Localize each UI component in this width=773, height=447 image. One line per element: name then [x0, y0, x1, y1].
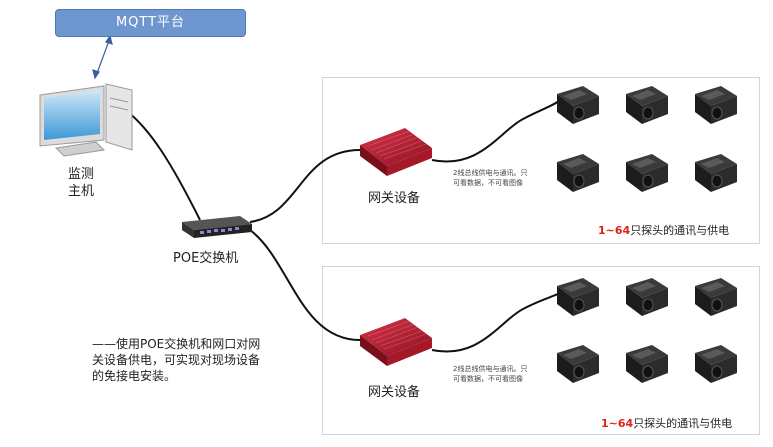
mqtt-link-arrow	[92, 34, 113, 80]
host-switch-cable	[127, 111, 201, 221]
probe-sensor-icon	[626, 278, 668, 316]
monitor-host-icon	[39, 83, 133, 157]
probe-array-2	[557, 278, 737, 383]
probe-caption-1: 1~64只探头的通讯与供电	[598, 222, 729, 238]
probe-sensor-icon	[695, 345, 737, 383]
gateway-device-icon-1	[360, 128, 432, 176]
gateway-label-2: 网关设备	[368, 385, 421, 400]
probe-sensor-icon	[557, 345, 599, 383]
probe-sensor-icon	[557, 86, 599, 124]
caption-line1: ——使用POE交换机和网口对网	[92, 337, 261, 351]
gateway1-probe-cable	[431, 99, 561, 163]
probe-sensor-icon	[557, 154, 599, 192]
probe-sensor-icon	[626, 345, 668, 383]
probe-sensor-icon	[695, 154, 737, 192]
bus-note-1-line2: 可看数据，不可看图像	[453, 179, 523, 187]
probe-sensor-icon	[695, 278, 737, 316]
description-caption: ——使用POE交换机和网口对网 关设备供电，可实现对现场设备 的免接电安装。	[92, 336, 292, 384]
probe-array-1	[557, 86, 737, 192]
caption-line3: 的免接电安装。	[92, 369, 177, 383]
probe-count-2: 1~64	[601, 417, 634, 430]
probe-caption-2: 1~64只探头的通讯与供电	[601, 415, 732, 431]
bus-note-2-line2: 可看数据，不可看图像	[453, 375, 523, 383]
caption-line2: 关设备供电，可实现对现场设备	[92, 353, 261, 367]
gateway-device-icon-2	[360, 318, 432, 366]
gateway2-probe-cable	[431, 291, 563, 353]
probe-sensor-icon	[626, 86, 668, 124]
mqtt-platform-box: MQTT平台	[55, 9, 246, 37]
switch-gateway1-cable	[249, 149, 361, 223]
host-label-line2: 主机	[68, 184, 95, 199]
switch-gateway2-cable	[249, 229, 361, 341]
probe-desc-1: 只探头的通讯与供电	[630, 224, 730, 237]
probe-sensor-icon	[626, 154, 668, 192]
probe-count-1: 1~64	[598, 224, 631, 237]
host-label-line1: 监测	[68, 167, 95, 182]
probe-sensor-icon	[695, 86, 737, 124]
gateway-label-1: 网关设备	[368, 191, 421, 206]
poe-switch-icon	[182, 216, 252, 238]
probe-sensor-icon	[557, 278, 599, 316]
probe-desc-2: 只探头的通讯与供电	[633, 417, 733, 430]
poe-switch-label: POE交换机	[173, 251, 239, 266]
bus-note-2-line1: 2线总线供电与通讯。只	[453, 365, 528, 373]
bus-note-1-line1: 2线总线供电与通讯。只	[453, 169, 528, 177]
